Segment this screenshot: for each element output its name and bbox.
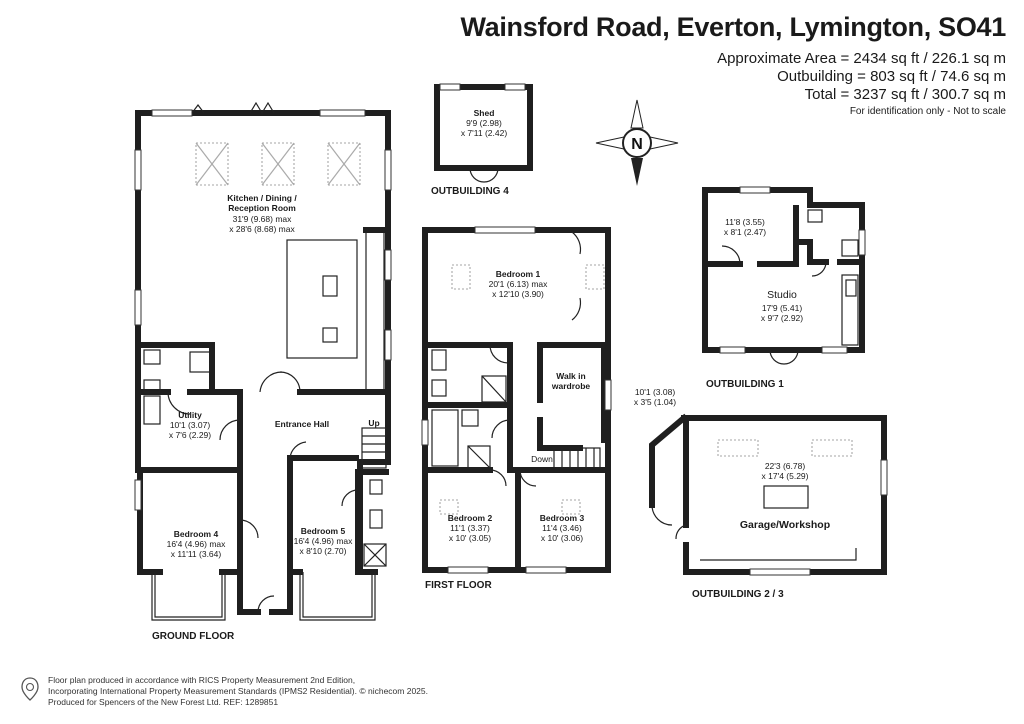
approximate-area: Approximate Area = 2434 sq ft / 226.1 sq… [717,50,1006,67]
ground-floor-label: GROUND FLOOR [152,631,235,642]
bedroom-5-label: Bedroom 5 [301,526,346,536]
ground-floor [134,101,392,621]
studio-label: Studio [767,289,797,301]
first-floor-staircase [553,447,601,469]
studio-room-dim-2: x 8'1 (2.47) [724,227,766,237]
bedroom-3-dim-2: x 10' (3.06) [541,533,583,543]
bedroom-1-dim-2: x 12'10 (3.90) [492,289,544,299]
walk-in-label-2: wardrobe [551,381,591,391]
outbuilding-2-3 [649,413,888,576]
identification-note: For identification only - Not to scale [849,106,1006,117]
compass-north-label: N [631,136,643,153]
garage-dim-2: x 17'4 (5.29) [762,471,809,481]
walk-in-label: Walk in [556,371,585,381]
outbuilding-2-3-label: OUTBUILDING 2 / 3 [692,589,784,600]
bedroom-2-dim-1: 11'1 (3.37) [450,523,490,533]
bedroom-4-dim-2: x 11'11 (3.64) [171,549,222,559]
kitchen-label-2: Reception Room [228,203,296,213]
footer-line-2: Incorporating International Property Mea… [48,686,428,696]
compass-icon [595,99,679,186]
outbuilding-1-label: OUTBUILDING 1 [706,379,784,390]
store-dim-2: x 3'5 (1.04) [634,397,676,407]
bedroom-5-dim-1: 16'4 (4.96) max [294,536,354,546]
outbuilding-4 [434,83,533,183]
store-dim-1: 10'1 (3.08) [635,387,676,397]
garage-label: Garage/Workshop [740,519,830,531]
studio-dim-1: 17'9 (5.41) [762,303,803,313]
outbuilding-area: Outbuilding = 803 sq ft / 74.6 sq m [777,68,1006,85]
shed-dim-1: 9'9 (2.98) [466,118,502,128]
first-floor [421,226,612,574]
bedroom-2-dim-2: x 10' (3.05) [449,533,491,543]
entrance-hall-label: Entrance Hall [275,419,329,429]
shed-dim-2: x 7'11 (2.42) [461,128,508,138]
staircase [361,427,387,469]
bedroom-4-dim-1: 16'4 (4.96) max [167,539,227,549]
utility-dim-1: 10'1 (3.07) [170,420,211,430]
kitchen-dim-2: x 28'6 (8.68) max [229,224,295,234]
bedroom-4-label: Bedroom 4 [174,529,219,539]
outbuilding-1 [702,186,866,365]
kitchen-dim-1: 31'9 (9.68) max [233,214,293,224]
studio-room-dim-1: 11'8 (3.55) [725,217,765,227]
studio-dim-2: x 9'7 (2.92) [761,313,803,323]
rics-logo-icon [21,677,39,701]
down-label: Down [531,454,553,464]
property-title: Wainsford Road, Everton, Lymington, SO41 [460,12,1006,42]
kitchen-label: Kitchen / Dining / [227,193,297,203]
footer-line-1: Floor plan produced in accordance with R… [48,675,356,685]
outbuilding-4-label: OUTBUILDING 4 [431,186,509,197]
bedroom-1-dim-1: 20'1 (6.13) max [489,279,549,289]
bedroom-3-dim-1: 11'4 (3.46) [542,523,582,533]
bedroom-1-label: Bedroom 1 [496,269,541,279]
garage-dim-1: 22'3 (6.78) [765,461,806,471]
shed-label: Shed [474,108,495,118]
up-label: Up [368,418,379,428]
bedroom-2-label: Bedroom 2 [448,513,493,523]
utility-label: Utility [178,410,202,420]
utility-dim-2: x 7'6 (2.29) [169,430,211,440]
first-floor-label: FIRST FLOOR [425,580,492,591]
total-area: Total = 3237 sq ft / 300.7 sq m [804,86,1006,103]
footer-line-3: Produced for Spencers of the New Forest … [48,697,279,707]
bedroom-3-label: Bedroom 3 [540,513,585,523]
bedroom-5-dim-2: x 8'10 (2.70) [300,546,347,556]
